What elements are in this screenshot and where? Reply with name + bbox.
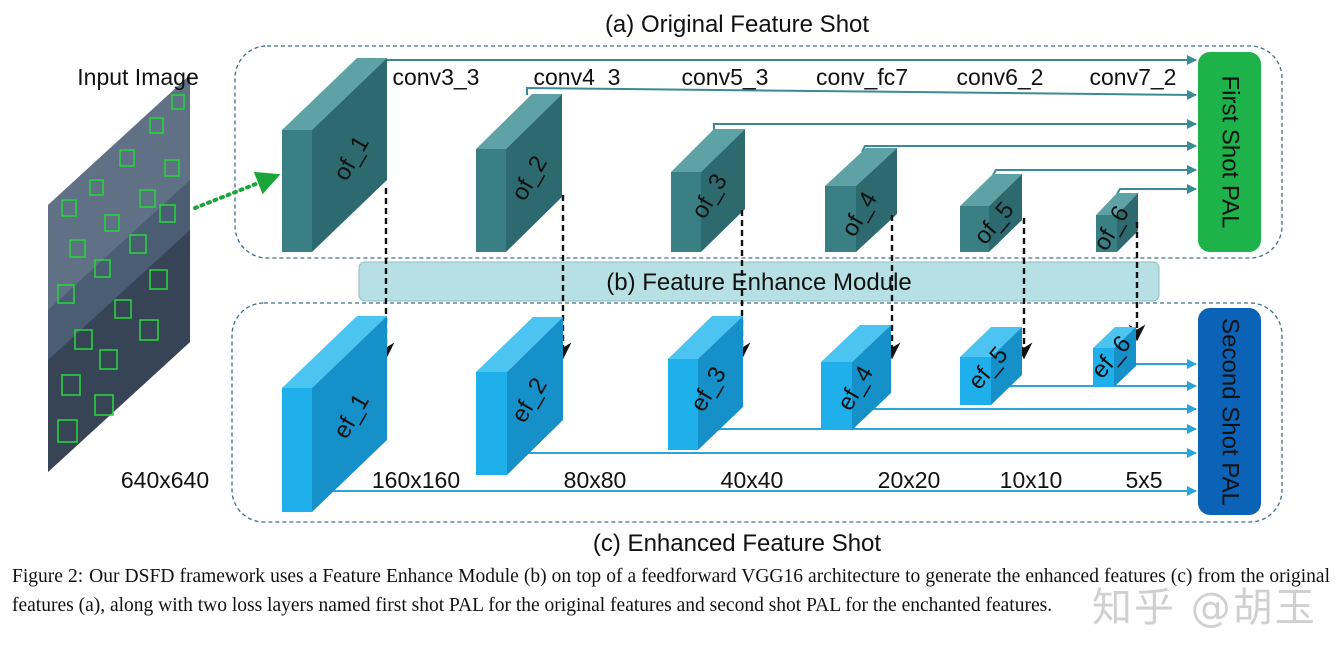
input-to-of1-arrow <box>193 171 281 210</box>
input-image <box>48 75 190 472</box>
original-shot-frame <box>234 45 1283 259</box>
first-shot-pal: First Shot PAL <box>1198 52 1261 252</box>
block-of_1: of_1 <box>282 58 387 252</box>
second-shot-pal-label: Second Shot PAL <box>1217 318 1244 506</box>
size-label-40: 40x40 <box>721 467 784 493</box>
size-label-10: 10x10 <box>1000 467 1063 493</box>
first-shot-pal-label: First Shot PAL <box>1217 76 1244 229</box>
layer-name-conv_fc7: conv_fc7 <box>816 64 908 90</box>
size-label-80: 80x80 <box>564 467 627 493</box>
block-of_5: of_5 <box>960 174 1022 252</box>
of2-line <box>526 86 1197 100</box>
layer-name-conv6_2: conv6_2 <box>957 64 1044 90</box>
layer-name-conv3_3: conv3_3 <box>393 64 480 90</box>
original-blocks: of_1 of_2 of_3 of_4 of_5 <box>282 58 1138 255</box>
figure-caption: Figure 2:Our DSFD framework uses a Featu… <box>12 563 1330 620</box>
layer-names: conv3_3 conv4_3 conv5_3 conv_fc7 conv6_2… <box>393 64 1177 90</box>
size-label-160: 160x160 <box>372 467 460 493</box>
layer-name-conv7_2: conv7_2 <box>1090 64 1177 90</box>
size-label-20: 20x20 <box>878 467 941 493</box>
of5-line <box>992 165 1197 176</box>
figure-number: Figure 2: <box>12 566 84 587</box>
size-label-5: 5x5 <box>1125 467 1162 493</box>
block-ef_3: ef_3 <box>668 316 743 450</box>
block-of_3: of_3 <box>671 129 745 252</box>
block-of_6: of_6 <box>1088 193 1138 255</box>
original-feature-lines <box>357 55 1197 195</box>
of3-line <box>713 119 1197 131</box>
dsfd-diagram: (a) Original Feature Shot (c) Enhanced F… <box>48 11 1283 557</box>
enhanced-shot-frame <box>231 302 1283 523</box>
block-ef_4: ef_4 <box>821 325 891 430</box>
enhanced-shot-title: (c) Enhanced Feature Shot <box>593 530 881 557</box>
fem-label: (b) Feature Enhance Module <box>606 269 912 296</box>
input-size-label: 640x640 <box>121 467 209 493</box>
figure-caption-text: Our DSFD framework uses a Feature Enhanc… <box>12 566 1330 616</box>
size-labels: 160x160 80x80 40x40 20x20 10x10 5x5 <box>372 467 1163 493</box>
second-shot-pal: Second Shot PAL <box>1198 308 1261 515</box>
original-shot-title: (a) Original Feature Shot <box>605 11 869 38</box>
input-image-label: Input Image <box>77 64 198 90</box>
layer-name-conv5_3: conv5_3 <box>682 64 769 90</box>
block-ef_2: ef_2 <box>476 317 563 475</box>
block-of_4: of_4 <box>825 148 897 252</box>
of6-line <box>1116 184 1197 195</box>
enhanced-blocks: ef_1 ef_2 ef_3 ef_4 ef_5 <box>282 316 1137 512</box>
block-ef_1: ef_1 <box>282 316 387 512</box>
block-ef_6: ef_6 <box>1086 327 1137 387</box>
watermark: 知乎 @胡玉 <box>1092 585 1317 631</box>
layer-name-conv4_3: conv4_3 <box>534 64 621 90</box>
block-of_2: of_2 <box>476 94 562 252</box>
feature-enhance-module: (b) Feature Enhance Module <box>358 261 1160 302</box>
block-ef_5: ef_5 <box>960 327 1022 405</box>
of4-line <box>861 141 1197 153</box>
